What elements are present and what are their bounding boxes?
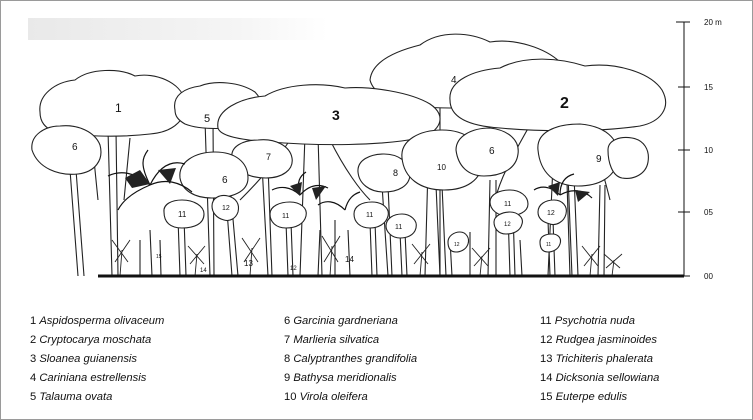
legend-column-1: 1 Aspidosperma olivaceum 2 Cryptocarya m… — [30, 312, 164, 407]
tree-label-11b: 11 — [282, 213, 289, 220]
legend-item: 8 Calyptranthes grandifolia — [284, 350, 417, 369]
axis-label-05: 05 — [704, 208, 713, 217]
tree-label-14b: 14 — [345, 255, 354, 264]
legend-item: 7 Marlieria silvatica — [284, 331, 417, 350]
legend-item: 6 Garcinia gardneriana — [284, 312, 417, 331]
legend-column-2: 6 Garcinia gardneriana 7 Marlieria silva… — [284, 312, 417, 407]
tree-label-1: 1 — [115, 101, 122, 115]
crown-9 — [538, 124, 618, 186]
tree-label-13: 13 — [244, 259, 253, 268]
tree-label-11f: 11 — [546, 242, 551, 248]
legend-item: 4 Cariniana estrellensis — [30, 369, 164, 388]
legend-item: 3 Sloanea guianensis — [30, 350, 164, 369]
tree-label-2: 2 — [560, 95, 569, 112]
legend-item: 9 Bathysa meridionalis — [284, 369, 417, 388]
tree-label-11e: 11 — [504, 201, 511, 208]
tree-label-3: 3 — [332, 107, 340, 123]
tree-label-11a: 11 — [178, 210, 187, 219]
tree-label-12d: 12 — [454, 242, 460, 248]
crown-6c — [456, 128, 518, 176]
tree-crowns — [32, 34, 666, 252]
crown-6d — [608, 138, 648, 179]
species-legend: 1 Aspidosperma olivaceum 2 Cryptocarya m… — [0, 312, 753, 412]
tree-label-11d: 11 — [395, 224, 402, 231]
legend-item: 2 Cryptocarya moschata — [30, 331, 164, 350]
tree-label-6a: 6 — [72, 142, 78, 153]
axis-label-15: 15 — [704, 83, 713, 92]
crown-6a — [32, 126, 101, 175]
legend-item: 12 Rudgea jasminoides — [540, 331, 659, 350]
tree-label-9: 9 — [596, 154, 602, 165]
tree-label-12c: 12 — [547, 210, 555, 217]
legend-item: 11 Psychotria nuda — [540, 312, 659, 331]
forest-profile-diagram: 20 m 15 10 05 00 — [0, 0, 753, 310]
tree-label-15: 15 — [156, 254, 162, 260]
tree-label-11c: 11 — [366, 212, 373, 219]
height-axis: 20 m 15 10 05 00 — [676, 18, 722, 281]
tree-label-6b: 6 — [222, 175, 228, 186]
axis-label-00: 00 — [704, 272, 713, 281]
tree-label-12e: 12 — [290, 266, 297, 272]
legend-item: 15 Euterpe edulis — [540, 388, 659, 407]
legend-item: 5 Talauma ovata — [30, 388, 164, 407]
tree-label-10: 10 — [437, 163, 446, 172]
legend-item: 1 Aspidosperma olivaceum — [30, 312, 164, 331]
tree-label-5: 5 — [204, 113, 210, 125]
tree-label-12b: 12 — [504, 222, 511, 228]
legend-column-3: 11 Psychotria nuda 12 Rudgea jasminoides… — [540, 312, 659, 407]
tree-label-6c: 6 — [489, 146, 495, 157]
tree-label-7: 7 — [266, 152, 271, 162]
tree-label-4: 4 — [451, 75, 457, 86]
axis-unit-label: 20 m — [704, 18, 722, 27]
axis-label-10: 10 — [704, 146, 713, 155]
tree-label-8: 8 — [393, 168, 398, 178]
tree-label-14a: 14 — [200, 268, 207, 274]
legend-item: 10 Virola oleifera — [284, 388, 417, 407]
tree-label-12a: 12 — [222, 205, 230, 212]
legend-item: 13 Trichiteris phalerata — [540, 350, 659, 369]
legend-item: 14 Dicksonia sellowiana — [540, 369, 659, 388]
